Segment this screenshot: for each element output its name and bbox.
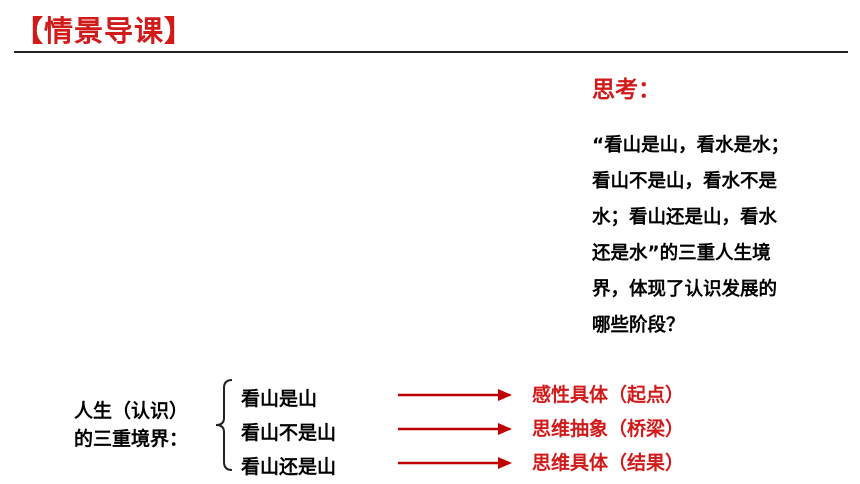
question-line: 还是水”的三重人生境 <box>592 243 771 264</box>
question-line: “看山是山，看水是水； <box>592 135 790 156</box>
title-divider <box>14 51 848 53</box>
question-line: 哪些阶段？ <box>592 315 685 336</box>
left-label-line: 人生（认识） <box>74 400 189 422</box>
think-label: 思考： <box>592 77 661 103</box>
slide-title: 【情景导课】 <box>14 14 195 48</box>
result-2-text: 思维抽象（桥梁） <box>532 418 685 440</box>
left-brace-icon <box>215 379 233 471</box>
question-line: 看山不是山，看水不是 <box>592 171 778 192</box>
three-realms-label: 人生（认识） 的三重境界： <box>74 397 188 453</box>
arrow-right-icon <box>398 389 512 401</box>
stage-1-text: 看山是山 <box>241 388 318 410</box>
question-text: “看山是山，看水是水； 看山不是山，看水不是 水；看山还是山，看水 还是水”的三… <box>592 128 840 344</box>
question-line: 界，体现了认识发展的 <box>592 279 778 300</box>
stage-3-text: 看山还是山 <box>241 456 337 478</box>
arrow-right-icon <box>398 457 512 469</box>
question-line: 水；看山还是山，看水 <box>592 207 778 228</box>
result-1-text: 感性具体（起点） <box>532 384 685 406</box>
stage-2-text: 看山不是山 <box>241 422 337 444</box>
arrow-right-icon <box>398 423 512 435</box>
result-3-text: 思维具体（结果） <box>532 452 685 474</box>
left-label-line: 的三重境界： <box>74 428 189 450</box>
